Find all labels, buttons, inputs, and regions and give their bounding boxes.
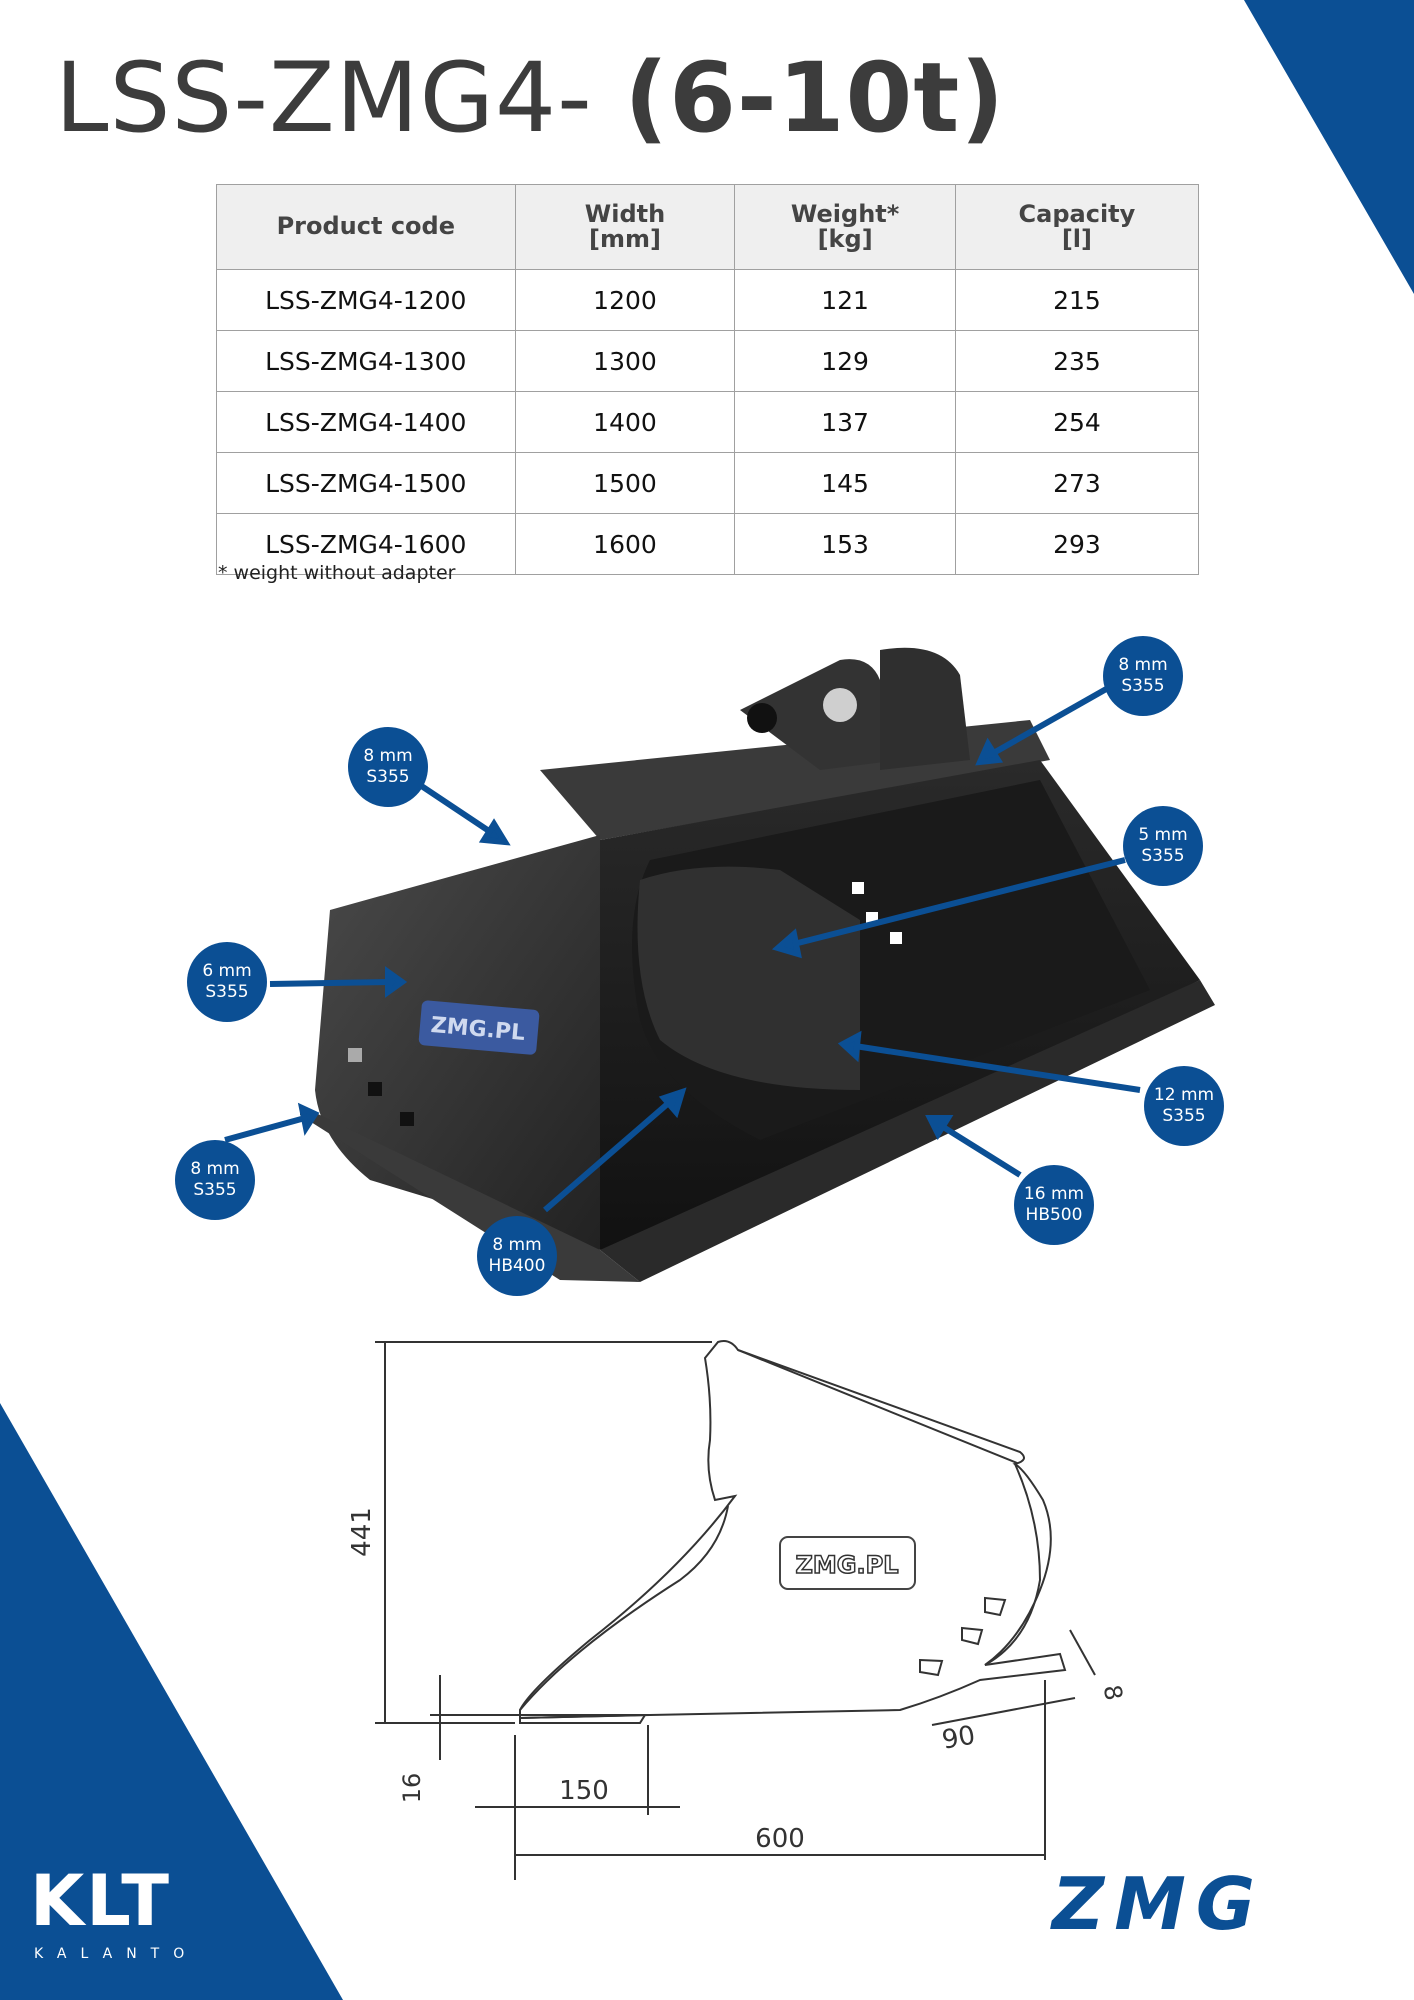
spec-table: Product code Width[mm] Weight*[kg] Capac…: [216, 184, 1200, 575]
dim-90: 90: [940, 1720, 978, 1755]
bucket-render: ZMG.PL: [224, 647, 1215, 1282]
dim-150: 150: [559, 1776, 609, 1806]
header-weight: Weight*[kg]: [734, 184, 956, 270]
zmg-plate-logo: [418, 1000, 540, 1055]
klt-subtitle: KALANTO: [34, 1946, 199, 1962]
zmg-drawing-logo: ZMG.PL: [779, 1536, 916, 1590]
zmg-logo: ZMG: [1052, 1862, 1265, 1946]
dim-441: 441: [347, 1507, 377, 1557]
svg-text:ZMG.PL: ZMG.PL: [796, 1551, 899, 1579]
dim-16: 16: [398, 1773, 426, 1804]
header-capacity: Capacity[l]: [954, 184, 1200, 270]
klt-logo: KLT: [30, 1860, 172, 1942]
technical-drawing: 441 16 150 600 90 8 ZMG.PL: [347, 1340, 1128, 1880]
header-product-code: Product code: [216, 184, 516, 270]
dim-600: 600: [755, 1824, 805, 1854]
page-title: LSS-ZMG4- (6-10t): [55, 42, 1006, 154]
header-width: Width[mm]: [514, 184, 736, 270]
dim-8: 8: [1098, 1683, 1128, 1703]
table-footnote: * weight without adapter: [218, 562, 456, 584]
